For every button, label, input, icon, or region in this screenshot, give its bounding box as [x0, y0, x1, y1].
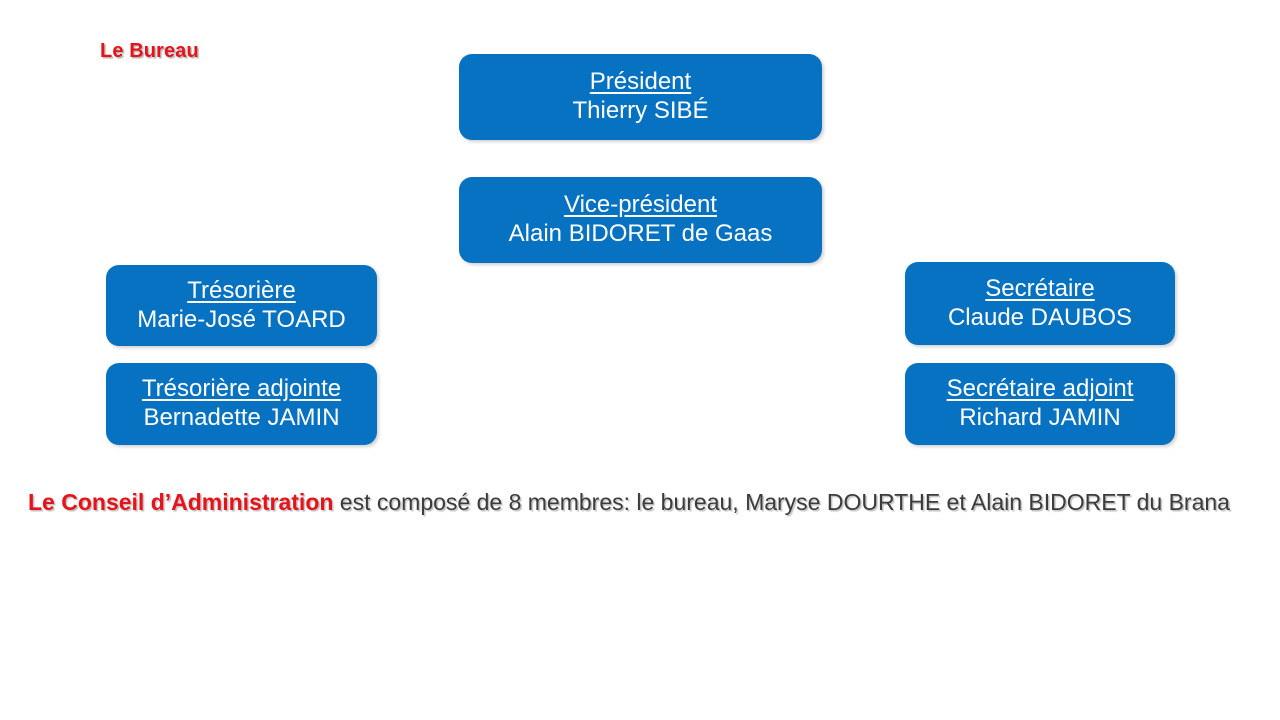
org-box-secretaire-adjoint[interactable]: Secrétaire adjoint Richard JAMIN: [905, 363, 1175, 445]
org-box-person-label: Bernadette JAMIN: [143, 404, 340, 431]
org-box-secretaire[interactable]: Secrétaire Claude DAUBOS: [905, 262, 1175, 345]
org-box-person-label: Claude DAUBOS: [947, 303, 1133, 331]
org-box-role-label: Trésorière adjointe: [141, 375, 342, 403]
org-box-person-label: Alain BIDORET de Gaas: [508, 220, 773, 247]
org-box-role-label: Président: [589, 68, 692, 96]
org-box-role-label: Trésorière: [187, 276, 296, 304]
org-box-person-label: Richard JAMIN: [959, 404, 1121, 431]
org-box-role-label: Secrétaire: [985, 274, 1095, 302]
org-box-role-label: Secrétaire adjoint: [946, 375, 1134, 403]
org-box-tresoriere-adjointe[interactable]: Trésorière adjointe Bernadette JAMIN: [106, 363, 377, 445]
org-box-role-label: Vice-président: [564, 191, 717, 219]
council-caption-emphasis: Le Conseil d’Administration: [28, 489, 334, 515]
page-title: Le Bureau: [100, 40, 199, 62]
council-caption: Le Conseil d’Administration est composé …: [28, 489, 1258, 516]
council-caption-rest: est composé de 8 membres: le bureau, Mar…: [333, 489, 1230, 515]
org-box-vice-president[interactable]: Vice-président Alain BIDORET de Gaas: [459, 177, 822, 263]
org-box-person-label: Thierry SIBÉ: [572, 97, 709, 124]
org-box-tresoriere[interactable]: Trésorière Marie-José TOARD: [106, 265, 377, 346]
org-box-person-label: Marie-José TOARD: [137, 305, 346, 333]
org-box-president[interactable]: Président Thierry SIBÉ: [459, 54, 822, 140]
